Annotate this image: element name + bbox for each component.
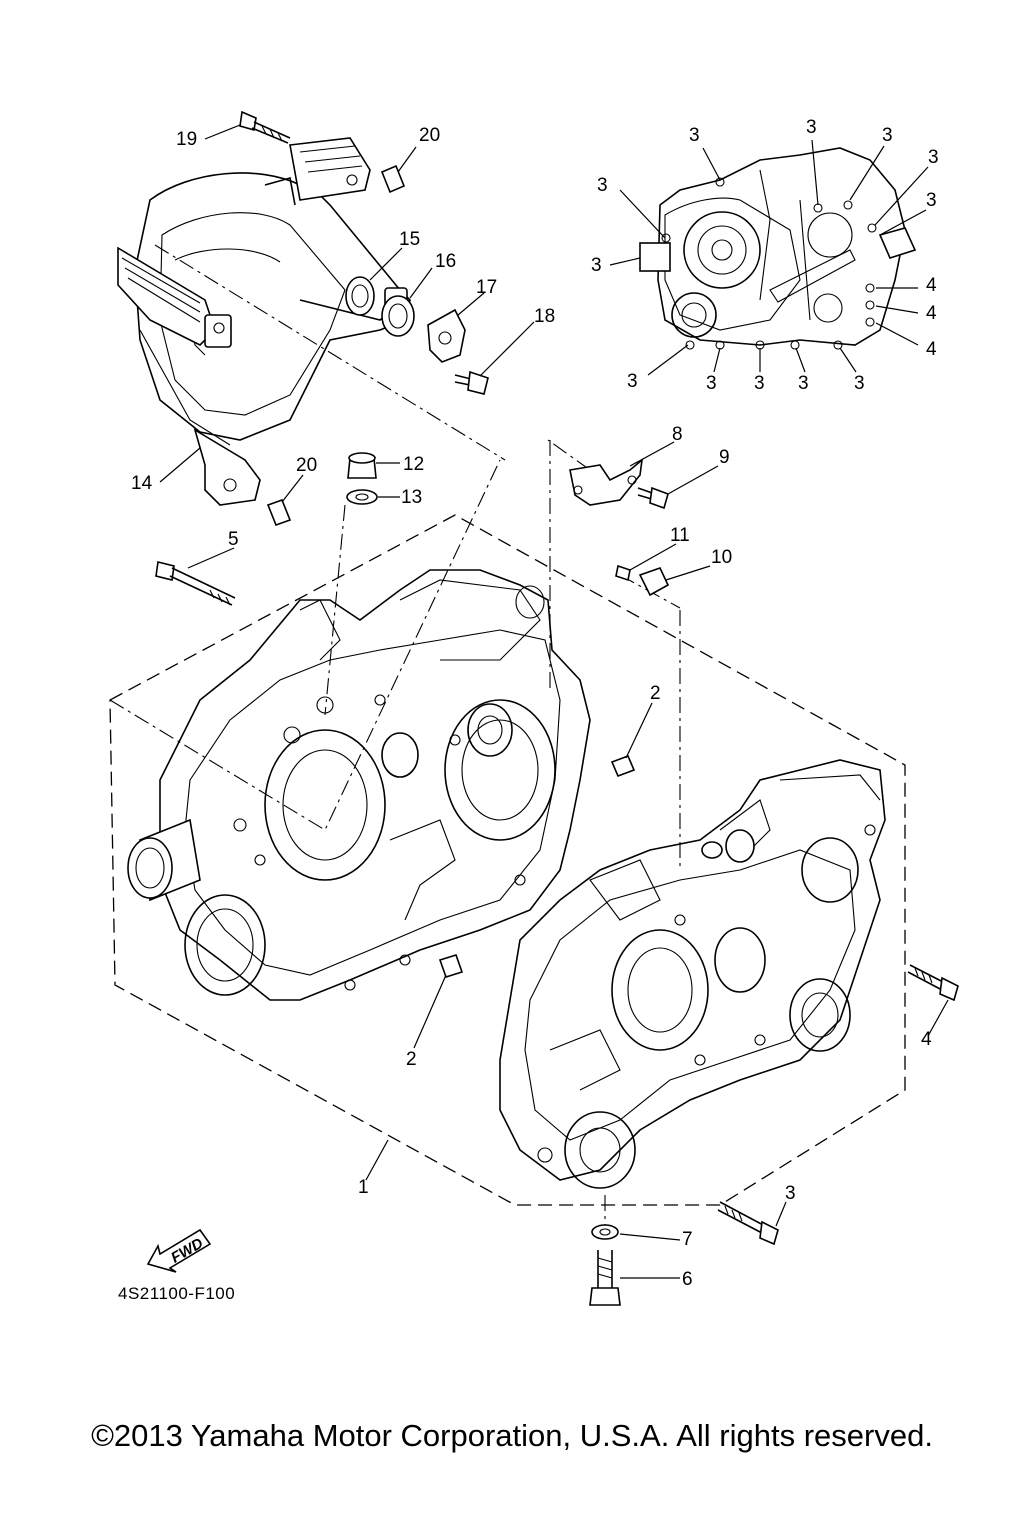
callout-3-k: 3 [798, 373, 809, 394]
washer-7 [591, 1224, 619, 1240]
bolt-6 [589, 1250, 621, 1306]
callout-9: 9 [719, 447, 730, 468]
callout-3-f: 3 [597, 175, 608, 196]
callout-3-d: 3 [928, 147, 939, 168]
callout-1: 1 [358, 1177, 369, 1198]
callout-3-j: 3 [754, 373, 765, 394]
callout-3-c: 3 [882, 125, 893, 146]
callout-4-b: 4 [926, 303, 937, 324]
callout-20-lower: 20 [296, 455, 318, 476]
callout-17: 17 [476, 277, 498, 298]
bolt-18 [454, 370, 489, 395]
side-view-leaders [609, 139, 929, 376]
oil-seal-16 [381, 295, 415, 337]
bolt-19 [239, 110, 291, 144]
callout-8: 8 [672, 424, 683, 445]
callout-18: 18 [534, 306, 556, 327]
callout-6: 6 [682, 1269, 693, 1290]
callout-3-bolt: 3 [785, 1183, 796, 1204]
callout-13: 13 [401, 487, 423, 508]
callout-leaders [159, 124, 949, 1279]
bolt-3-bottom [717, 1201, 779, 1246]
callout-3-a: 3 [689, 125, 700, 146]
callout-10: 10 [711, 547, 733, 568]
bearing-15 [345, 276, 375, 316]
callout-7: 7 [682, 1229, 693, 1250]
callout-5: 5 [228, 529, 239, 550]
callout-3-h: 3 [627, 371, 638, 392]
diagram-code: 4S21100-F100 [118, 1284, 236, 1303]
screw-11 [615, 564, 631, 582]
callout-16: 16 [435, 251, 457, 272]
callout-3-g: 3 [591, 255, 602, 276]
crankcase-side-view [639, 147, 917, 350]
bolt-4 [907, 964, 959, 1002]
callout-15: 15 [399, 229, 421, 250]
dowel-pin-2-upper [610, 754, 636, 778]
callout-3-i: 3 [706, 373, 717, 394]
dowel-pin-20-top [380, 164, 406, 194]
copyright-notice: ©2013 Yamaha Motor Corporation, U.S.A. A… [91, 1418, 933, 1453]
left-crankcase-half [127, 569, 591, 1001]
bracket-8 [569, 458, 644, 506]
dowel-pin-2-lower [438, 954, 464, 978]
callout-3-e: 3 [926, 190, 937, 211]
bolt-9 [637, 486, 669, 510]
plug-12 [347, 452, 377, 479]
dowel-pin-20-lower [266, 498, 292, 527]
assembly-boundary [109, 244, 906, 1230]
forward-arrow-icon: FWD [146, 1228, 212, 1273]
right-crankcase-half [499, 759, 886, 1189]
callout-2-upper: 2 [650, 683, 661, 704]
plate-17 [427, 308, 466, 363]
callout-4-a: 4 [926, 275, 937, 296]
callout-19: 19 [176, 129, 198, 150]
bolt-5 [155, 561, 236, 606]
callout-11: 11 [670, 525, 690, 546]
callout-4-c: 4 [926, 339, 937, 360]
callout-14: 14 [131, 473, 153, 494]
gasket-13 [346, 489, 378, 505]
callout-20-top: 20 [419, 125, 441, 146]
callout-2-lower: 2 [406, 1049, 417, 1070]
callout-4-bolt: 4 [921, 1029, 932, 1050]
callout-3-l: 3 [854, 373, 865, 394]
clip-10 [638, 567, 670, 597]
callout-12: 12 [403, 454, 425, 475]
housing-cover-14 [117, 137, 411, 506]
callout-3-b: 3 [806, 117, 817, 138]
